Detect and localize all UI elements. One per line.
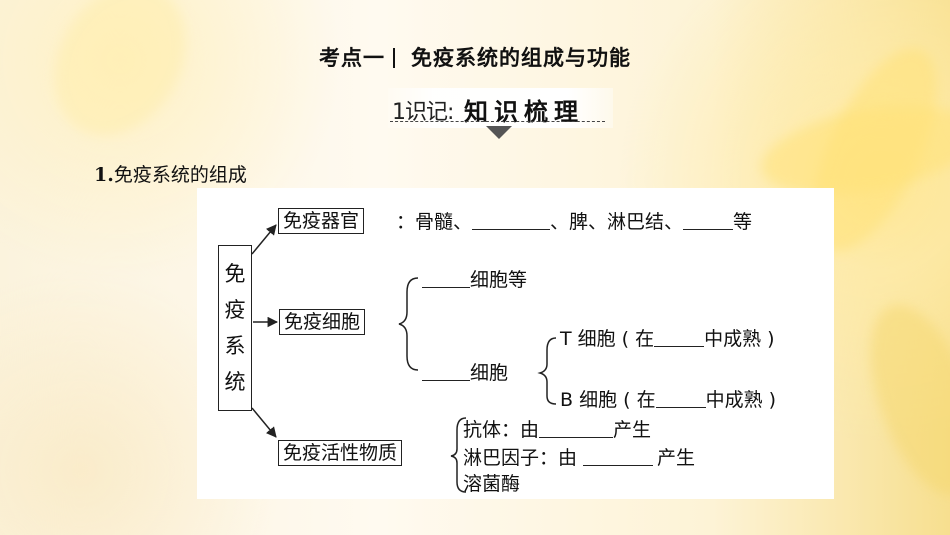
blank <box>655 389 706 408</box>
heading-text: 免疫系统的组成 <box>113 164 247 186</box>
root-char: 免 <box>224 262 246 286</box>
cells-item-2: 细胞 <box>422 361 508 385</box>
root-char: 系 <box>224 334 246 358</box>
cells-box: 免疫细胞 <box>279 309 366 335</box>
arrow-to-substances <box>251 407 277 438</box>
root-char: 疫 <box>224 298 246 322</box>
brace-substances <box>450 417 467 493</box>
brace-cells <box>398 277 419 371</box>
organs-desc-b: 、脾、淋巴结、 <box>550 211 684 233</box>
down-triangle-icon <box>486 126 512 139</box>
antibody-text: 抗体：由 <box>463 419 540 441</box>
t-cell-line: T 细胞 ( 在 中成熟 ) <box>560 327 775 351</box>
lymphokine-text: 淋巴因子：由 <box>463 447 578 469</box>
section-badge: 1识记: 知识梳理 <box>388 88 613 140</box>
t-cell-prefix: T 细胞 ( 在 <box>560 328 655 350</box>
title-prefix: 考点一 <box>319 46 385 70</box>
arrow-to-organs <box>251 224 277 255</box>
title-text: 免疫系统的组成与功能 <box>411 46 631 70</box>
brace-lymphocytes <box>537 337 557 405</box>
heading-number: 1. <box>94 164 114 186</box>
lymphokine-end: 产生 <box>657 447 696 469</box>
blank <box>422 362 470 381</box>
root-char: 统 <box>224 370 246 394</box>
title-divider <box>393 48 395 68</box>
blank <box>683 211 734 230</box>
blank <box>472 211 551 230</box>
b-cell-suffix: 中成熟 ) <box>705 389 777 411</box>
badge-dashed-line <box>390 121 605 122</box>
lysozyme-line: 溶菌酶 <box>463 473 521 495</box>
lymphokine-line: 淋巴因子：由 产生 <box>463 446 695 470</box>
badge-number: 1识记: <box>392 100 454 125</box>
blank <box>539 419 614 438</box>
organs-box: 免疫器官 <box>278 208 365 234</box>
organs-desc: ：骨髓、 、脾、淋巴结、 等 <box>396 210 752 234</box>
blank <box>422 269 470 288</box>
cells-item-1-text: 细胞等 <box>470 269 528 291</box>
section-heading: 1.免疫系统的组成 <box>94 160 247 187</box>
organs-desc-c: 等 <box>733 211 753 233</box>
substances-box: 免疫活性物质 <box>278 440 403 466</box>
b-cell-prefix: B 细胞 ( 在 <box>560 389 656 411</box>
blank <box>583 447 654 466</box>
immune-system-box: 免 疫 系 统 <box>218 245 252 411</box>
blank <box>654 328 705 347</box>
b-cell-line: B 细胞 ( 在 中成熟 ) <box>560 388 776 412</box>
cells-item-1: 细胞等 <box>422 268 527 292</box>
t-cell-suffix: 中成熟 ) <box>704 328 775 350</box>
diagram-card <box>197 188 834 499</box>
antibody-end: 产生 <box>613 419 652 441</box>
cells-item-2-text: 细胞 <box>470 362 509 384</box>
antibody-line: 抗体：由 产生 <box>463 418 651 442</box>
organs-desc-a: ：骨髓、 <box>396 211 473 233</box>
page-title: 考点一 免疫系统的组成与功能 <box>0 42 950 72</box>
